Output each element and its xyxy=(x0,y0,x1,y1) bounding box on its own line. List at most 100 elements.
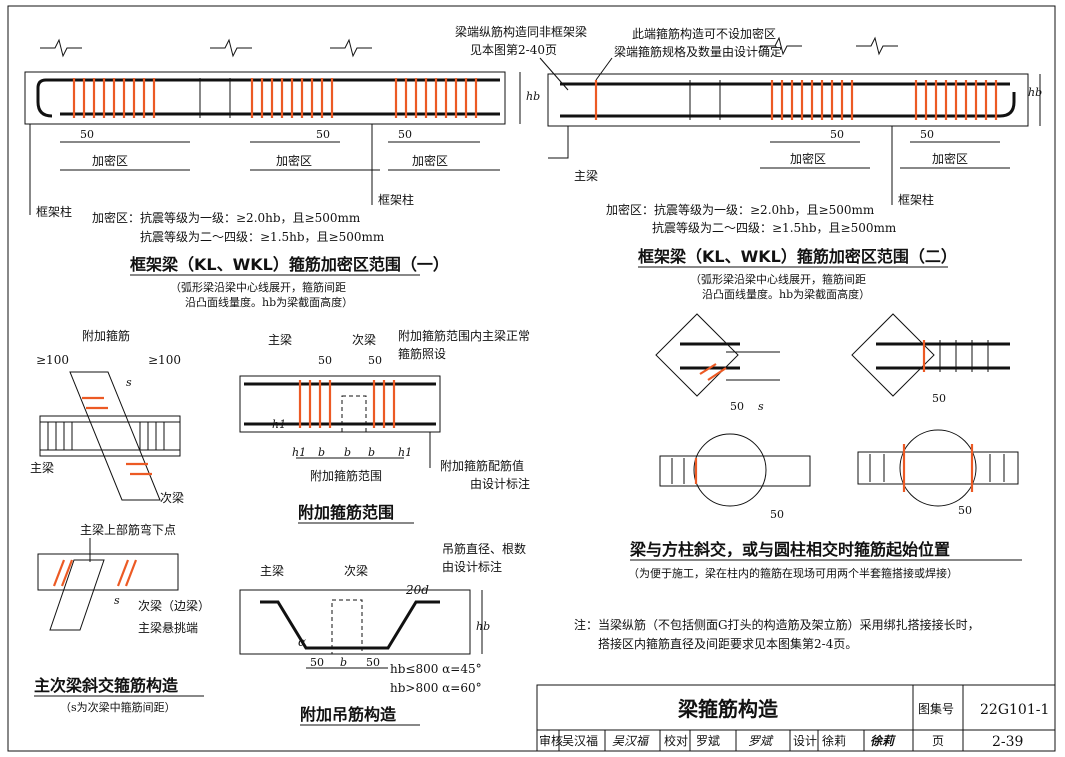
square-col-2: 50 xyxy=(851,313,1010,405)
dim-50-rd1: 50 xyxy=(770,508,784,521)
break-mark-mid xyxy=(210,38,252,58)
diagram-title-1: 框架梁（KL、WKL）箍筋加密区范围（一） xyxy=(130,255,449,274)
dim-50-sq1: 50 xyxy=(730,400,744,413)
subtitle-skew: （s为次梁中箍筋间距） xyxy=(60,700,176,714)
stirrups-left xyxy=(72,78,156,118)
dim-s-sq1: s xyxy=(758,400,764,413)
dim-50-r2: 50 xyxy=(920,128,934,141)
subtitle-1a: （弧形梁沿梁中心线展开，箍筋间距 xyxy=(170,280,346,294)
break-mark-r2 xyxy=(856,36,898,56)
dim-50-range-2: 50 xyxy=(368,354,382,367)
page-label: 页 xyxy=(932,734,944,748)
dim-50-b: 50 xyxy=(316,128,330,141)
break-mark-left xyxy=(40,38,82,58)
title-block: 梁箍筋构造 图集号 22G101-1 审核 吴汉福 吴汉福 校对 罗斌 罗斌 设… xyxy=(536,684,1056,752)
dim-50-range-1: 50 xyxy=(318,354,332,367)
subtitle-2a: （弧形梁沿梁中心线展开，箍筋间距 xyxy=(690,272,866,286)
note-range-4: 由设计标注 xyxy=(470,476,530,491)
check-label: 校对 xyxy=(664,733,688,748)
diagram-skew-joint: 附加箍筋 ≥100 ≥100 s 主梁 次梁 主梁上部筋弯下点 xyxy=(30,328,210,714)
zone-label-1: 加密区 xyxy=(92,153,128,168)
label-extra-stirrup: 附加箍筋 xyxy=(82,328,130,343)
label-column-left: 框架柱 xyxy=(36,204,72,219)
label-main-beam: 主梁 xyxy=(574,168,598,183)
dim-ge100-left: ≥100 xyxy=(36,353,69,367)
break-mark-r1 xyxy=(760,36,802,56)
round-col-1: 50 xyxy=(659,433,811,521)
checker-signature: 罗斌 xyxy=(748,734,774,748)
beam-outline-2 xyxy=(547,73,1029,127)
dim-b-3: b xyxy=(368,446,375,459)
stirrups-r-right xyxy=(914,80,998,120)
round-col-2: 50 xyxy=(857,429,1019,517)
sheet-frame xyxy=(7,5,1056,752)
dim-b-1: b xyxy=(318,446,325,459)
top-bar xyxy=(36,78,500,118)
label-cantilever: 主梁悬挑端 xyxy=(138,620,198,635)
diagram-kl-zone-2: 梁端纵筋构造同非框架梁 见本图第2-40页 此端箍筋构造可不设加密区 梁端箍筋规… xyxy=(455,24,1042,301)
label-hb-hanger: hb xyxy=(476,620,490,633)
reviewer-name: 吴汉福 xyxy=(562,733,598,748)
dim-50-rd2: 50 xyxy=(958,504,972,517)
designer-signature: 徐莉 xyxy=(870,734,896,748)
subtitle-start: （为便于施工，梁在柱内的箍筋在现场可用两个半套箍搭接或焊接） xyxy=(628,566,958,580)
label-main-beam-range: 主梁 xyxy=(268,332,292,347)
diagram-title-2: 框架梁（KL、WKL）箍筋加密区范围（二） xyxy=(638,247,957,266)
note-range-3: 附加箍筋配筋值 xyxy=(440,458,524,473)
dim-50-a: 50 xyxy=(80,128,94,141)
cant-red-stirrups xyxy=(52,559,138,587)
label-sec-beam-range: 次梁 xyxy=(352,332,376,347)
label-column-right: 框架柱 xyxy=(378,192,414,207)
dim-50-r1: 50 xyxy=(830,128,844,141)
bottom-bar-2 xyxy=(560,92,1016,118)
diagram-title-range: 附加箍筋范围 xyxy=(298,503,394,522)
dim-ge100-right: ≥100 xyxy=(148,353,181,367)
review-label: 审核 xyxy=(539,733,563,748)
beam-outline xyxy=(24,71,506,125)
diagram-hanger: 吊筋直径、根数 由设计标注 主梁 次梁 20d α hb 50 b 50 hb≤… xyxy=(239,541,526,726)
dim-50-sq2: 50 xyxy=(932,392,946,405)
break-mark-right xyxy=(330,38,372,58)
diagram-title-hanger: 附加吊筋构造 xyxy=(300,705,397,724)
diagram-title-start: 梁与方柱斜交，或与圆柱相交时箍筋起始位置 xyxy=(629,540,950,559)
label-bend-point: 主梁上部筋弯下点 xyxy=(80,522,176,537)
rule-line-2: 抗震等级为二～四级：≥1.5hb，且≥500mm xyxy=(140,229,385,244)
dim-b-h: b xyxy=(340,656,347,669)
main-beam-stirrups xyxy=(47,422,165,450)
design-label: 设计 xyxy=(793,734,817,748)
label-main-hanger: 主梁 xyxy=(260,563,284,578)
label-sec-hanger: 次梁 xyxy=(344,563,368,578)
dim-h1-a: h1 xyxy=(292,446,306,459)
rule-line-1: 加密区：抗震等级为一级：≥2.0hb，且≥500mm xyxy=(92,210,361,225)
diagram-start-position: 50 s 50 50 xyxy=(628,313,1022,580)
note-hanger-2: 由设计标注 xyxy=(442,559,502,574)
atlas-label: 图集号 xyxy=(918,701,954,716)
stirrups-right xyxy=(394,78,478,118)
atlas-number: 22G101-1 xyxy=(980,702,1049,718)
dim-50-c: 50 xyxy=(398,128,412,141)
sheet-title: 梁箍筋构造 xyxy=(677,697,779,721)
skew-red-stirrups xyxy=(82,396,152,476)
label-hb-2: hb xyxy=(1028,86,1042,99)
designer-name: 徐莉 xyxy=(822,733,846,748)
range-red-stirrups xyxy=(298,380,396,428)
square-col-1: 50 s xyxy=(655,313,780,413)
diagram-extra-range: 主梁 次梁 附加箍筋范围内主梁正常 箍筋照设 50 50 h1 h1 b b b… xyxy=(239,328,530,524)
dim-50-h1: 50 xyxy=(310,656,324,669)
hanger-bar xyxy=(260,600,440,650)
dim-s-2: s xyxy=(114,594,120,607)
zone-label-r2: 加密区 xyxy=(932,151,968,166)
label-sec-beam-skew: 次梁 xyxy=(160,490,184,505)
callout-1-line-1: 梁端纵筋构造同非框架梁 xyxy=(455,24,587,39)
subtitle-1b: 沿凸面线量度。hb为梁截面高度） xyxy=(185,295,353,309)
note-hanger-1: 吊筋直径、根数 xyxy=(442,541,526,556)
zone-label-2: 加密区 xyxy=(276,153,312,168)
note-range-2: 箍筋照设 xyxy=(398,346,446,361)
stirrups-mid xyxy=(250,78,334,118)
dim-50-h2: 50 xyxy=(366,656,380,669)
diagram-title-skew: 主次梁斜交箍筋构造 xyxy=(34,676,179,695)
label-range: 附加箍筋范围 xyxy=(310,468,382,483)
dim-s: s xyxy=(126,376,132,389)
callout-2-line-2: 梁端箍筋规格及数量由设计确定 xyxy=(614,44,782,59)
